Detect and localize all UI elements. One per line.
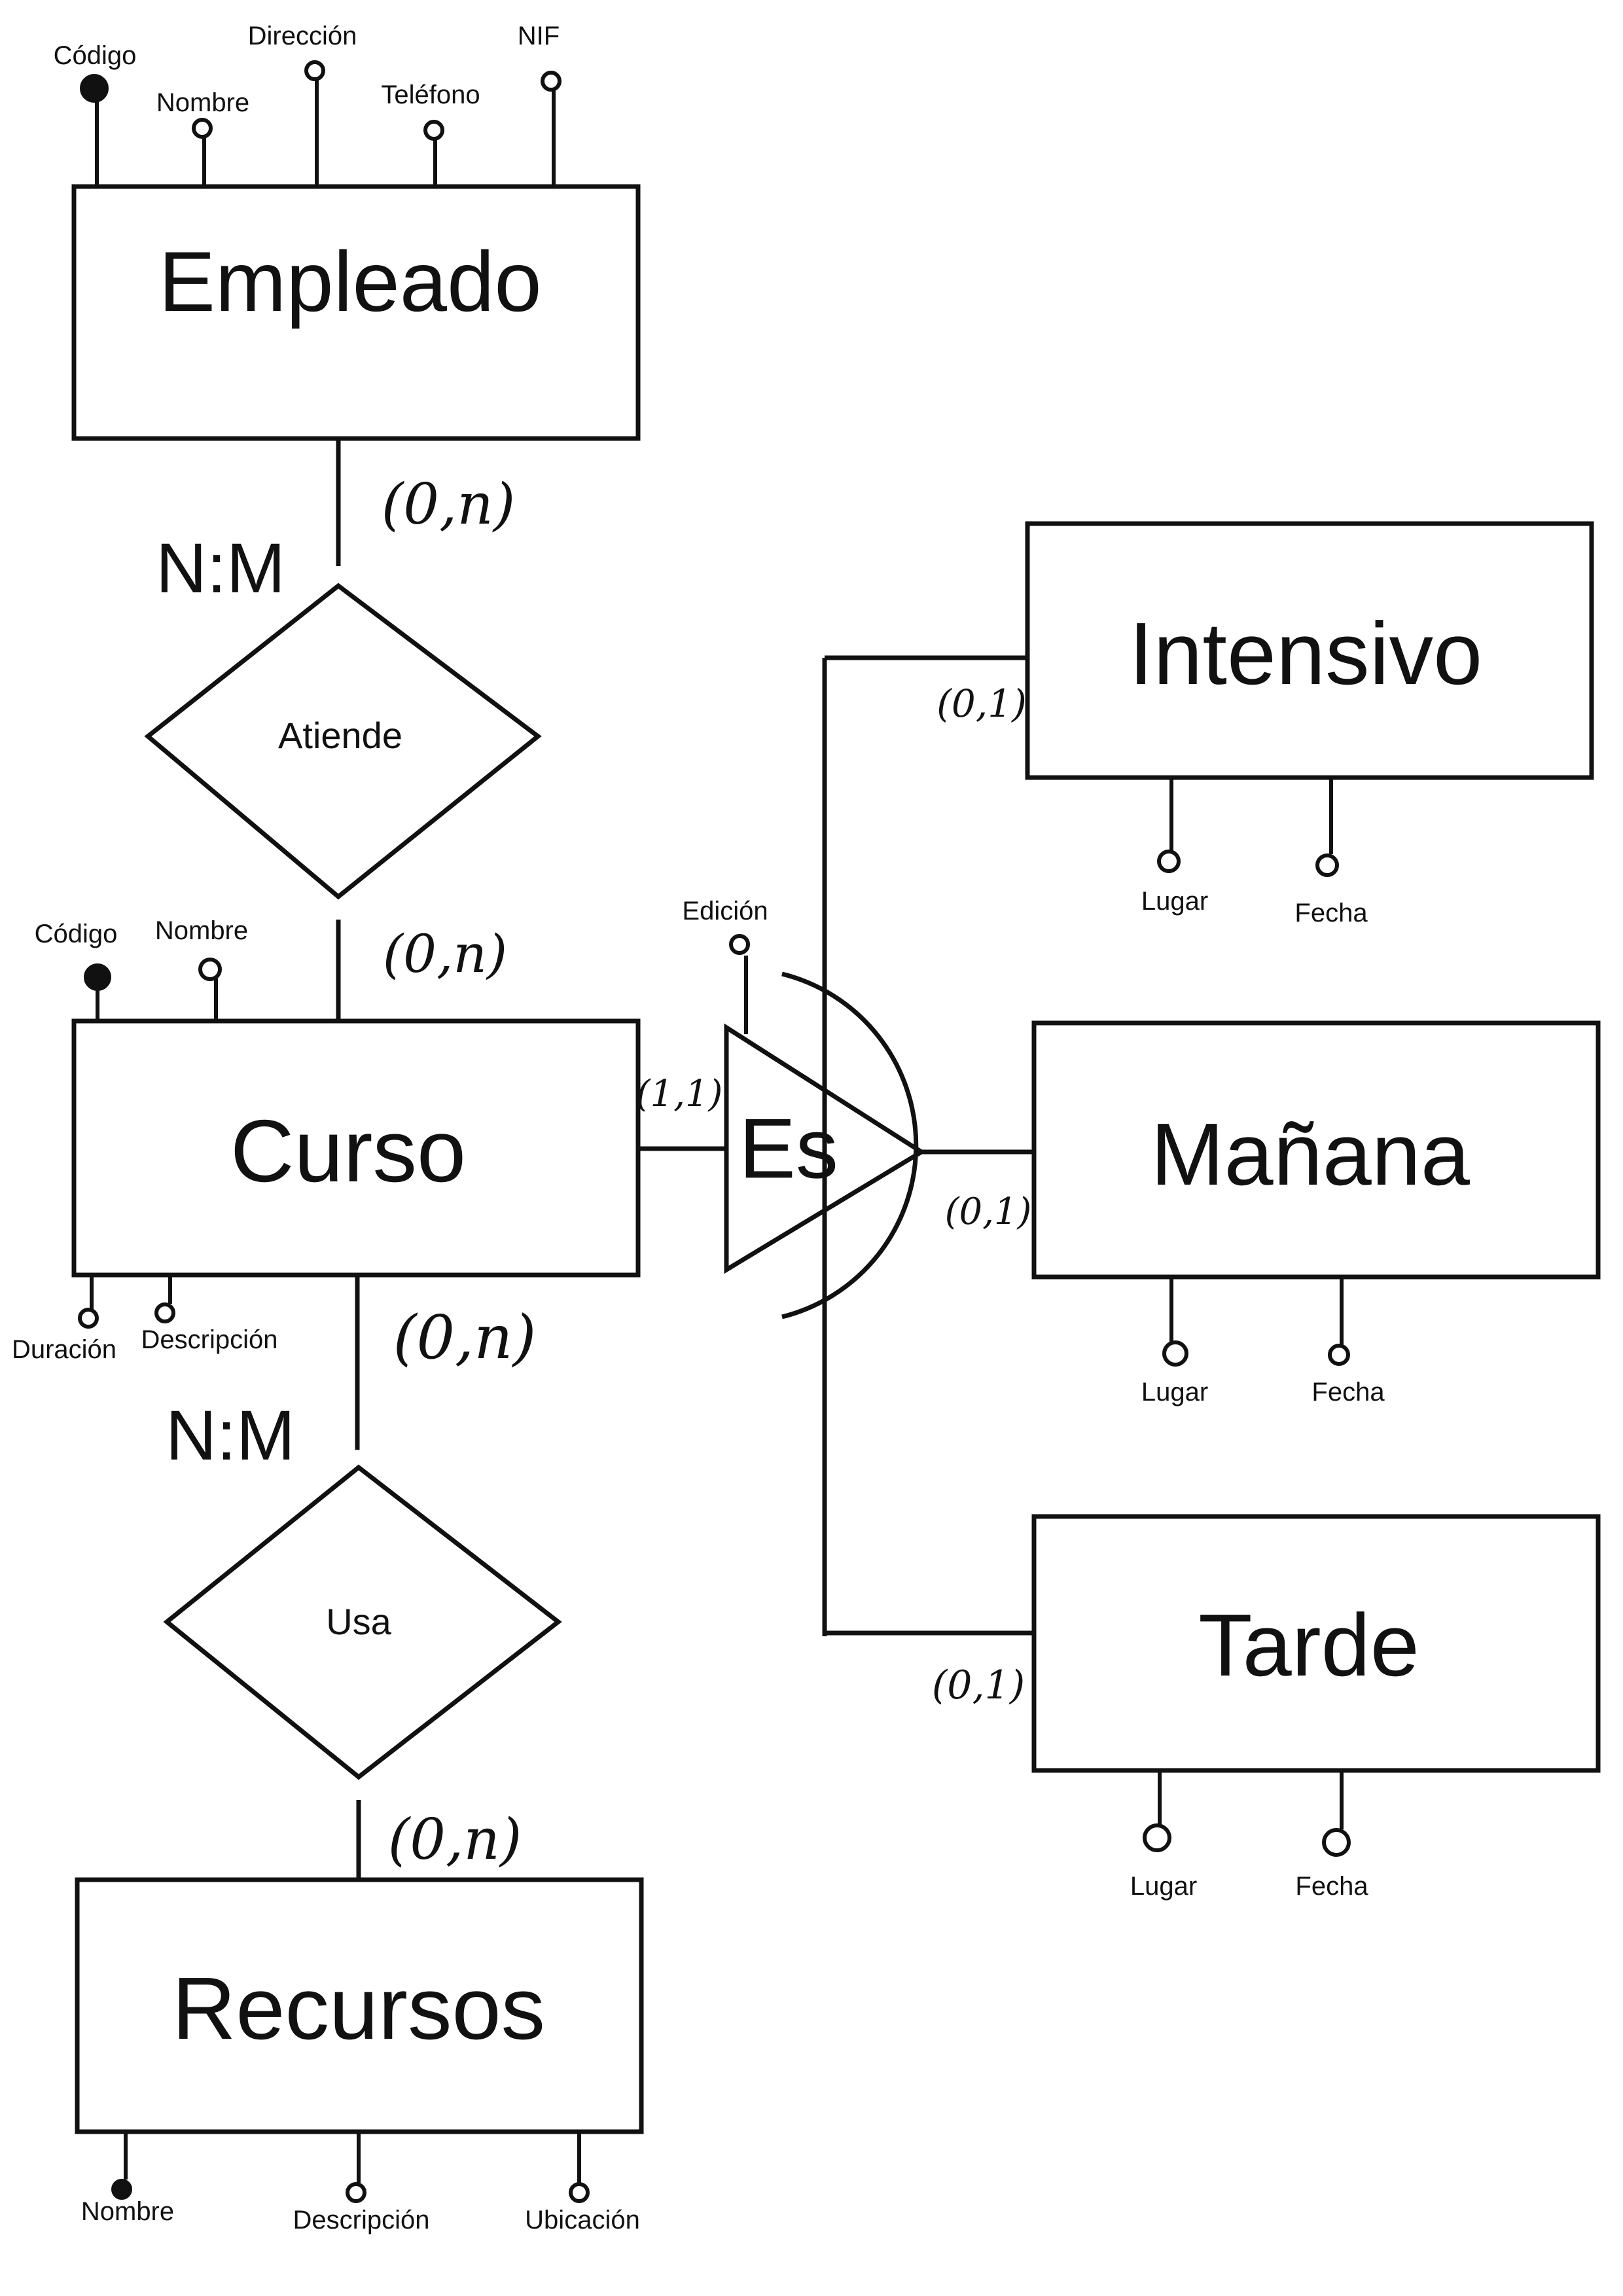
attr-marker xyxy=(1162,1340,1188,1367)
cardinality-manana-es: (0,1) xyxy=(945,1191,1032,1233)
relationship-es-label: Es xyxy=(739,1100,838,1196)
attr-marker xyxy=(423,120,444,141)
intensivo-attributes: Lugar Fecha xyxy=(1141,778,1368,927)
relationship-usa-label: Usa xyxy=(326,1601,391,1642)
attr-recursos-descripcion: Descripción xyxy=(293,2206,430,2234)
attr-es-edicion: Edición xyxy=(682,897,768,925)
cardinality-recursos-usa: (0,n) xyxy=(388,1807,522,1873)
relationship-atiende: Atiende xyxy=(144,583,542,900)
cardinality-curso-usa: (0,n) xyxy=(393,1302,537,1372)
attr-key-marker xyxy=(80,74,109,103)
attr-marker xyxy=(1157,850,1181,873)
curso-attributes: Código Nombre Duración Descripción xyxy=(12,916,278,1364)
attr-empleado-direccion: Dirección xyxy=(248,22,357,50)
cardinality-tarde-es: (0,1) xyxy=(932,1662,1025,1708)
attr-empleado-nombre: Nombre xyxy=(156,88,249,117)
relationship-es: Es xyxy=(724,1023,926,1274)
attr-tarde-fecha: Fecha xyxy=(1295,1872,1368,1901)
attr-recursos-ubicacion: Ubicación xyxy=(525,2206,640,2234)
attr-marker xyxy=(1322,1828,1351,1857)
empleado-attributes: Código Nombre Dirección Teléfono NIF xyxy=(54,22,562,187)
entity-manana: Mañana xyxy=(1031,1020,1601,1280)
attr-curso-duracion: Duración xyxy=(12,1335,116,1364)
entity-tarde-label: Tarde xyxy=(1198,1596,1419,1695)
entity-tarde: Tarde xyxy=(1031,1514,1601,1773)
cardinality-curso-es: (1,1) xyxy=(636,1073,723,1115)
cardinality-empleado-atiende: (0,n) xyxy=(382,472,516,537)
disjoint-arc xyxy=(781,971,919,1319)
es-attributes: Edición xyxy=(682,897,768,1034)
attr-marker xyxy=(192,118,213,139)
attr-marker xyxy=(198,958,222,981)
entity-recursos: Recursos xyxy=(75,1877,644,2134)
attr-marker xyxy=(541,71,562,92)
attr-intensivo-fecha: Fecha xyxy=(1294,899,1368,927)
attr-empleado-telefono: Teléfono xyxy=(381,81,480,109)
attr-marker xyxy=(1315,853,1339,877)
relationship-atiende-label: Atiende xyxy=(278,715,402,756)
entity-empleado-label: Empleado xyxy=(158,234,541,329)
ratio-usa: N:M xyxy=(166,1395,295,1475)
attr-marker xyxy=(346,2182,366,2203)
attr-marker xyxy=(1328,1344,1350,1366)
attr-curso-nombre: Nombre xyxy=(155,916,248,945)
manana-attributes: Lugar Fecha xyxy=(1141,1277,1385,1407)
attr-curso-descripcion: Descripción xyxy=(141,1325,278,1354)
attr-key-marker xyxy=(111,2179,132,2200)
attr-marker xyxy=(154,1302,175,1323)
ratio-atiende: N:M xyxy=(156,528,285,607)
cardinality-curso-atiende: (0,n) xyxy=(383,924,507,984)
entity-intensivo: Intensivo xyxy=(1025,521,1594,780)
entity-curso: Curso xyxy=(71,1018,641,1278)
entity-manana-label: Mañana xyxy=(1150,1105,1471,1204)
attr-marker xyxy=(78,1308,99,1329)
attr-key-marker xyxy=(84,963,111,991)
attr-tarde-lugar: Lugar xyxy=(1130,1872,1197,1901)
attr-empleado-nif: NIF xyxy=(518,22,560,50)
entity-recursos-label: Recursos xyxy=(172,1959,545,2058)
entity-empleado: Empleado xyxy=(71,184,641,441)
attr-empleado-codigo: Código xyxy=(54,41,137,70)
attr-marker xyxy=(1143,1823,1171,1852)
attr-intensivo-lugar: Lugar xyxy=(1141,887,1208,916)
cardinality-intensivo-es: (0,1) xyxy=(936,681,1027,726)
attr-manana-lugar: Lugar xyxy=(1141,1378,1208,1407)
attr-recursos-nombre: Nombre xyxy=(81,2197,174,2226)
attr-marker xyxy=(729,934,750,955)
attr-marker xyxy=(569,2182,590,2203)
attr-marker xyxy=(304,60,325,81)
tarde-attributes: Lugar Fecha xyxy=(1130,1770,1368,1901)
attr-curso-codigo: Código xyxy=(35,920,118,948)
entity-curso-label: Curso xyxy=(230,1102,466,1200)
attr-manana-fecha: Fecha xyxy=(1311,1378,1385,1407)
relationship-usa: Usa xyxy=(163,1464,562,1780)
recursos-attributes: Nombre Descripción Ubicación xyxy=(81,2132,640,2234)
entity-intensivo-label: Intensivo xyxy=(1129,604,1482,703)
